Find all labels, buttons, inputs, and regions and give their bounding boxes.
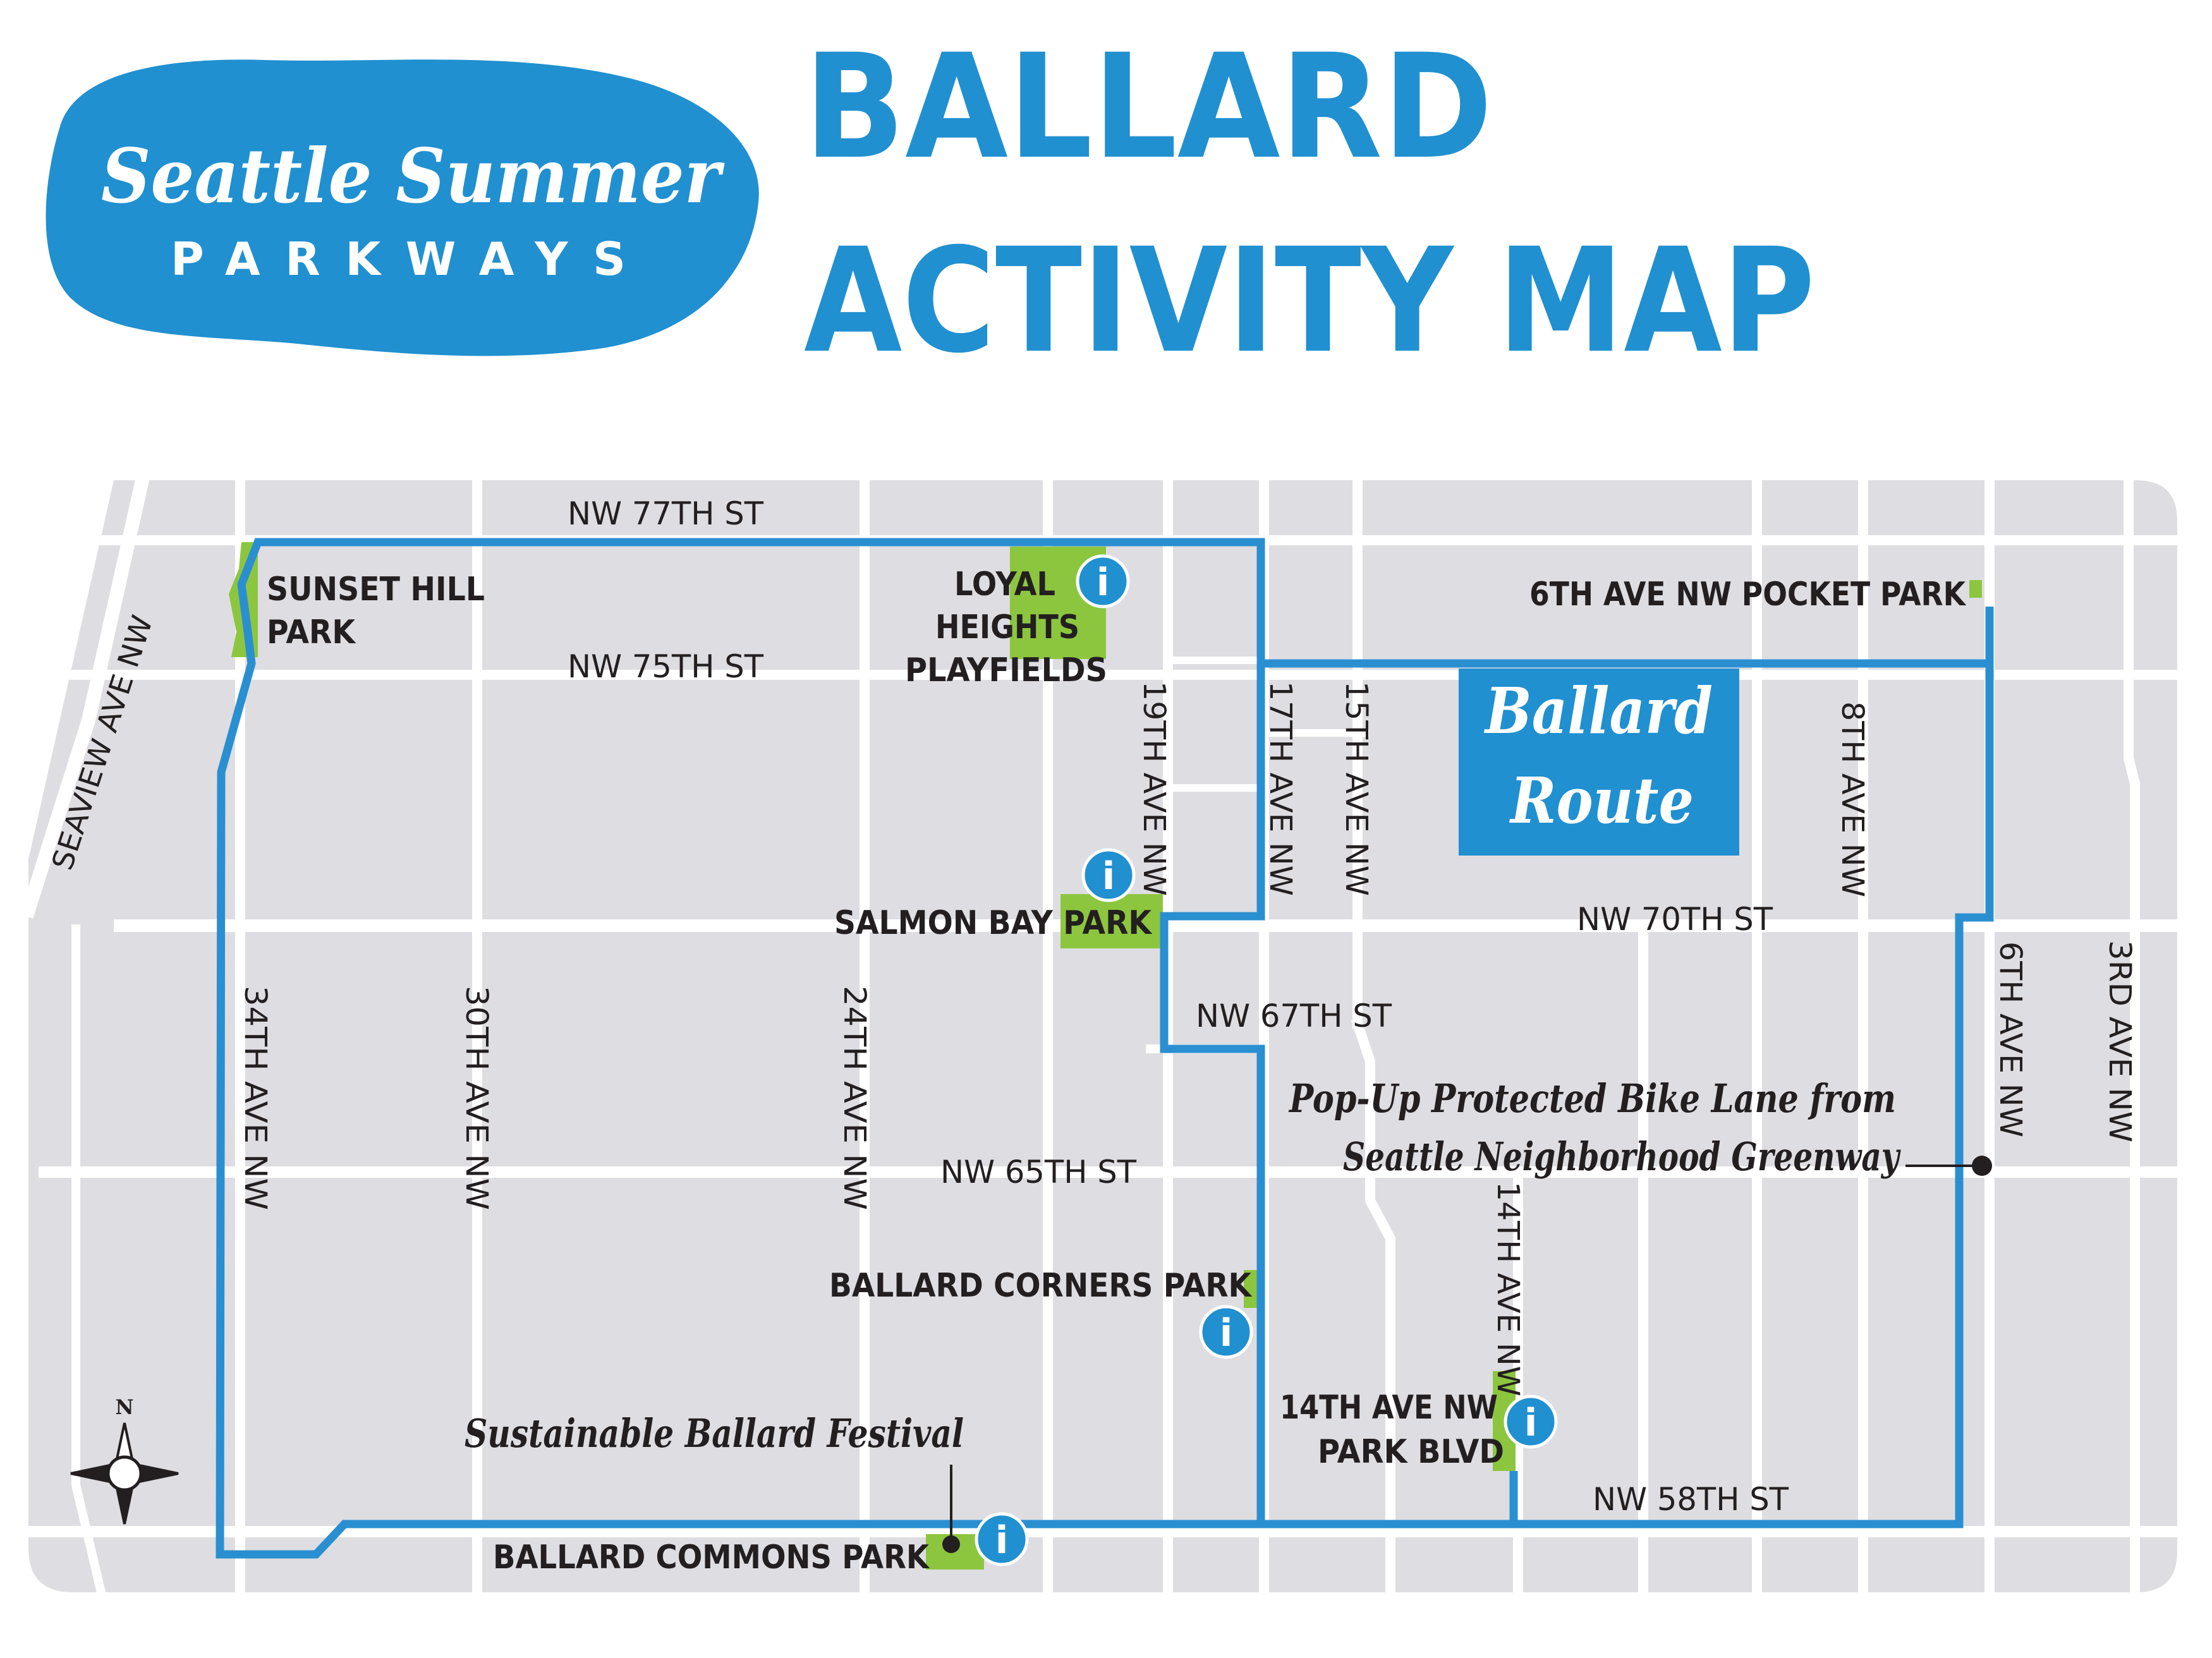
label-nw-77th-st: NW 77TH ST <box>568 495 763 532</box>
bike-lane-marker-dot <box>1972 1156 1992 1176</box>
label-sunset-hill-park-line2: PARK <box>267 614 356 651</box>
label-14th-ave-park-blvd-line2: PARK BLVD <box>1318 1433 1504 1471</box>
road-seaview-south <box>71 924 107 1592</box>
label-sustainable-ballard-festival: Sustainable Ballard Festival <box>465 1410 964 1456</box>
map-area: Ballard Route NW 77TH ST NW 75TH ST NW 7… <box>28 480 2177 1592</box>
label-nw-67th-st: NW 67TH ST <box>1196 998 1392 1034</box>
label-bike-lane-line1: Pop-Up Protected Bike Lane from <box>1288 1075 1896 1122</box>
park-6th-ave-pocket <box>1969 580 1982 598</box>
label-14th-ave-nw: 14TH AVE NW <box>1490 1182 1526 1396</box>
label-24th-ave-nw: 24TH AVE NW <box>837 986 872 1210</box>
logo-blob <box>46 59 759 356</box>
label-ballard-corners-park: BALLARD CORNERS PARK <box>829 1267 1253 1305</box>
label-nw-70th-st: NW 70TH ST <box>1577 901 1773 938</box>
info-glyph: i <box>1524 1401 1538 1445</box>
info-icon-loyal-heights[interactable]: i <box>1076 554 1130 608</box>
label-6th-ave-nw: 6TH AVE NW <box>1993 941 2028 1137</box>
road-3rd <box>2124 480 2140 1592</box>
park-ballard-corners <box>1244 1270 1258 1308</box>
seattle-summer-parkways-logo: Seattle Summer PARKWAYS <box>46 59 759 356</box>
label-30th-ave-nw: 30TH AVE NW <box>459 986 494 1210</box>
info-glyph: i <box>1102 854 1115 899</box>
info-glyph: i <box>995 1518 1009 1563</box>
info-icon-14th-ave-park-blvd[interactable]: i <box>1504 1395 1558 1449</box>
ballard-route-label-line2: Route <box>1509 763 1694 838</box>
label-nw-65th-st: NW 65TH ST <box>940 1154 1136 1190</box>
info-icon-ballard-corners[interactable]: i <box>1199 1305 1253 1359</box>
ballard-route-label-line1: Ballard <box>1483 674 1713 748</box>
info-icon-salmon-bay[interactable]: i <box>1081 848 1136 902</box>
label-34th-ave-nw: 34TH AVE NW <box>238 986 273 1210</box>
info-icon-ballard-commons[interactable]: i <box>975 1512 1029 1566</box>
label-19th-ave-nw: 19TH AVE NW <box>1136 681 1172 896</box>
road-15th-south <box>1351 1017 1395 1592</box>
road-seaview <box>28 480 151 919</box>
label-nw-58th-st: NW 58TH ST <box>1593 1481 1789 1518</box>
park-labels: SUNSET HILL PARK LOYAL HEIGHTS PLAYFIELD… <box>267 566 1966 1576</box>
label-salmon-bay-park: SALMON BAY PARK <box>834 904 1153 942</box>
label-loyal-heights-line1: LOYAL <box>954 566 1055 603</box>
ballard-route-label-box <box>1459 669 1739 856</box>
label-15th-ave-nw: 15TH AVE NW <box>1339 681 1374 896</box>
festival-marker-dot <box>942 1535 960 1553</box>
street-labels: NW 77TH ST NW 75TH ST NW 70TH ST NW 67TH… <box>45 495 2137 1518</box>
compass-north-label: N <box>115 1395 133 1419</box>
label-14th-ave-park-blvd-line1: 14TH AVE NW <box>1280 1389 1498 1427</box>
logo-title: Seattle Summer <box>101 132 725 220</box>
page-title-line2: ACTIVITY MAP <box>804 217 1815 385</box>
info-markers[interactable]: i i i i i <box>975 554 1558 1566</box>
road-grid <box>28 480 2177 1592</box>
label-ballard-commons-park: BALLARD COMMONS PARK <box>493 1539 930 1576</box>
info-glyph: i <box>1097 560 1110 605</box>
park-salmon-bay <box>1060 894 1163 948</box>
label-sunset-hill-park-line1: SUNSET HILL <box>267 571 485 608</box>
label-3rd-ave-nw: 3RD AVE NW <box>2102 940 2137 1142</box>
label-8th-ave-nw: 8TH AVE NW <box>1835 701 1870 897</box>
label-17th-ave-nw: 17TH AVE NW <box>1263 681 1298 896</box>
label-loyal-heights-line2: HEIGHTS <box>935 608 1079 646</box>
label-loyal-heights-line3: PLAYFIELDS <box>905 651 1107 689</box>
label-bike-lane-line2: Seattle Neighborhood Greenway <box>1343 1134 1901 1180</box>
ballard-route-line <box>216 538 1994 1559</box>
page-title-line1: BALLARD <box>804 23 1493 191</box>
event-callouts: Pop-Up Protected Bike Lane from Seattle … <box>465 1075 1992 1553</box>
label-nw-75th-st: NW 75TH ST <box>568 648 763 685</box>
label-6th-ave-pocket-park: 6TH AVE NW POCKET PARK <box>1529 576 1966 614</box>
compass-rose-icon: N <box>70 1395 179 1525</box>
info-glyph: i <box>1220 1311 1233 1355</box>
